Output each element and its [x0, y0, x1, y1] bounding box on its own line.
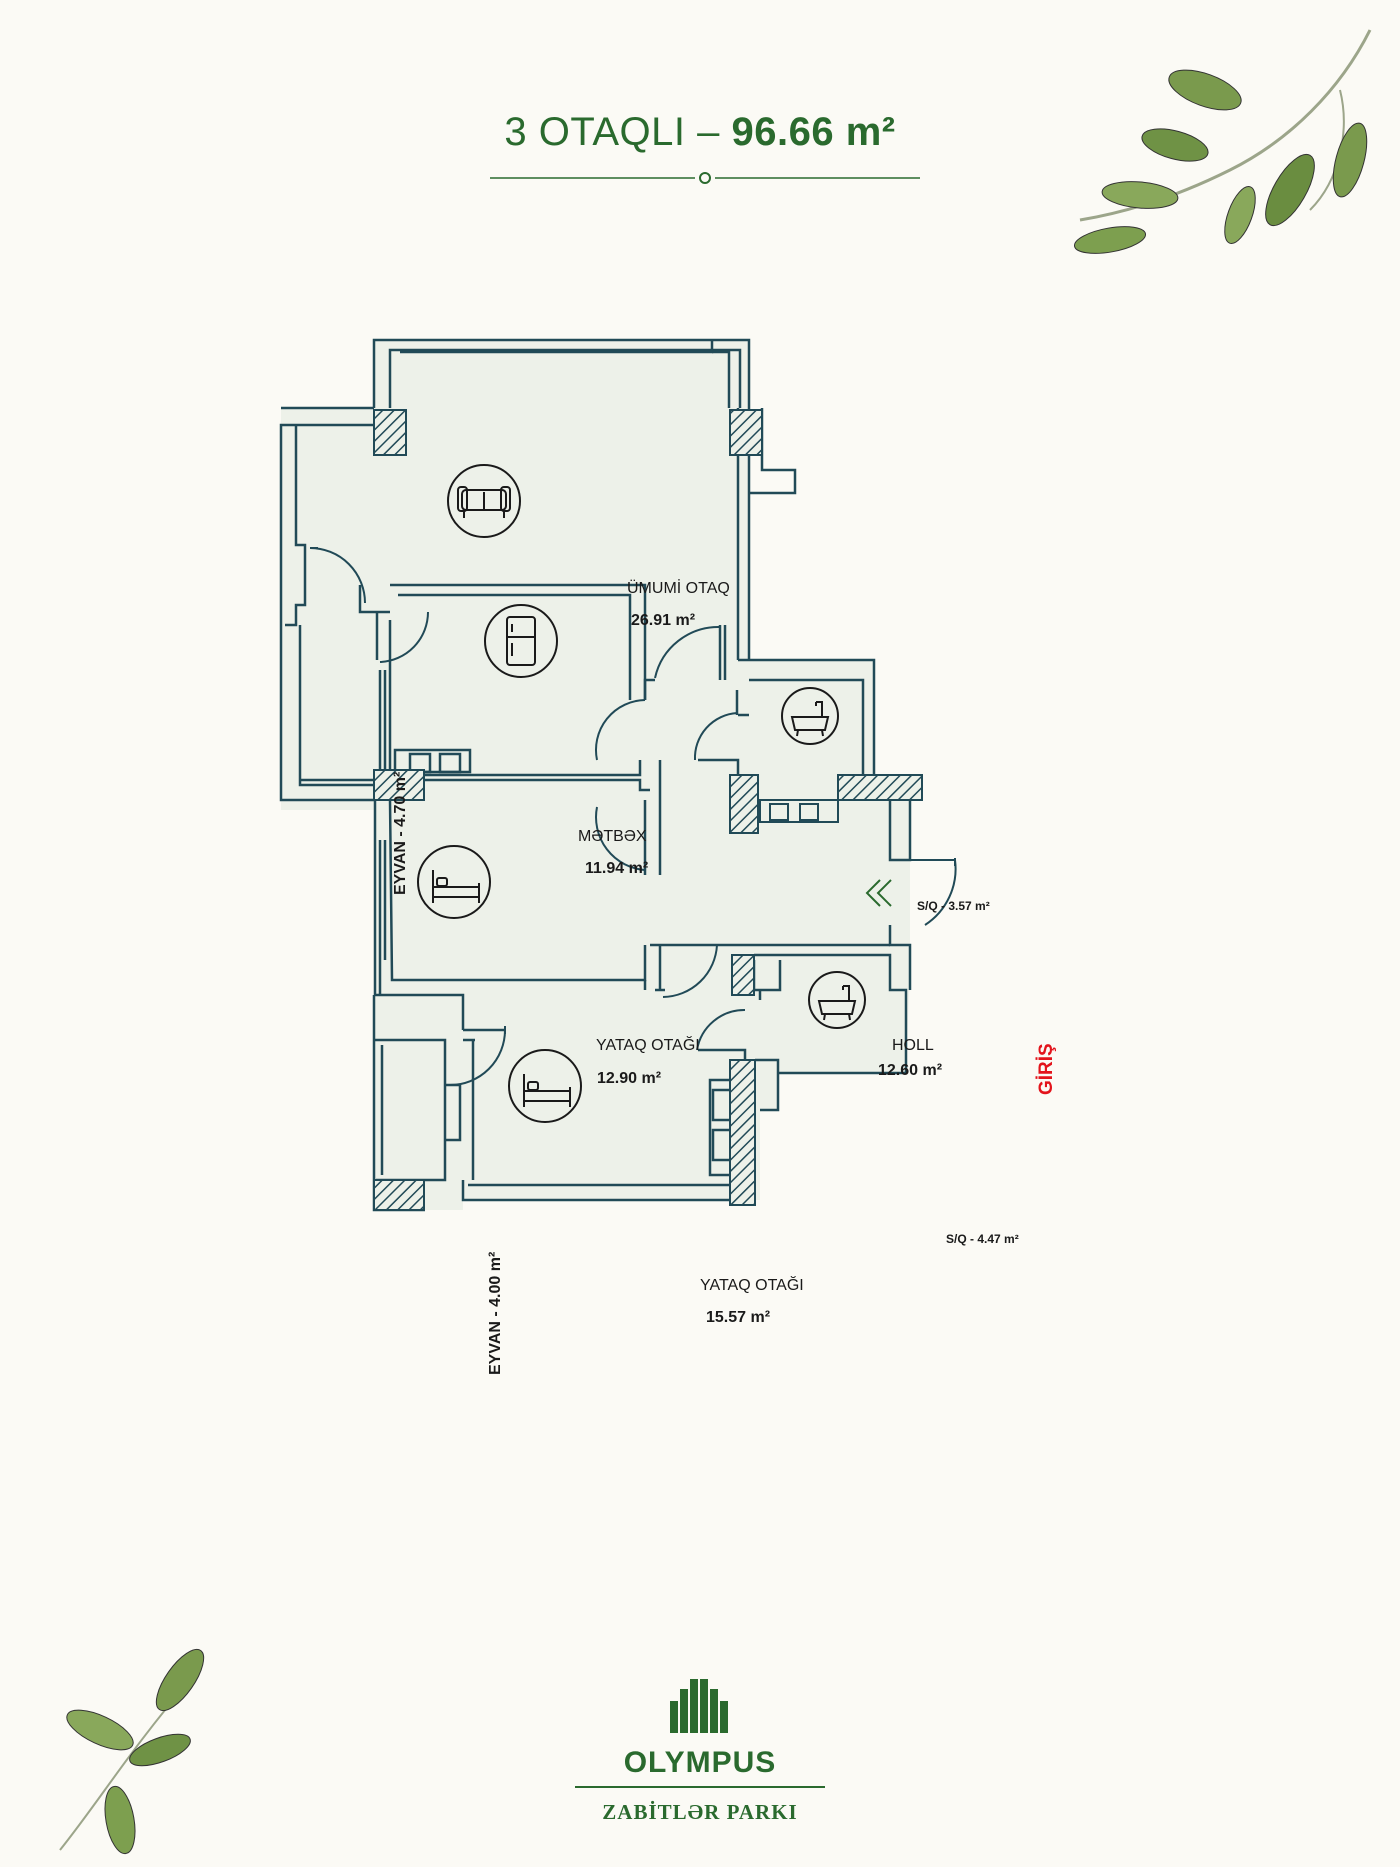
sofa-icon	[447, 464, 521, 538]
brand-divider	[575, 1786, 825, 1788]
hall-name: HOLL	[892, 1037, 934, 1054]
door-kitchen-hall	[595, 699, 646, 761]
brand-logo: OLYMPUS ZABİTLƏR PARKI	[560, 1675, 840, 1845]
bathroom1-label: S/Q - 3.57 m²	[917, 899, 990, 913]
door-bedroom1	[595, 806, 646, 871]
balcony1-label: EYVAN - 4.70 m²	[392, 772, 409, 895]
bedroom1-area: 12.90 m²	[597, 1070, 661, 1087]
living-room-area: 26.91 m²	[631, 612, 695, 629]
kitchen-name: MƏTBƏX	[578, 828, 647, 845]
door-bath2	[696, 1008, 746, 1051]
door-bath1	[693, 712, 738, 761]
bedroom1-name: YATAQ OTAĞI	[596, 1035, 700, 1054]
entrance-label: GİRİŞ	[1036, 1043, 1057, 1095]
door-balcony1	[309, 547, 366, 604]
bedroom2-name: YATAQ OTAĞI	[700, 1275, 804, 1294]
brand-name: OLYMPUS	[623, 1746, 777, 1779]
fridge-icon	[484, 604, 558, 678]
bedroom2-area: 15.57 m²	[706, 1309, 770, 1326]
buildings-logo-icon	[670, 1679, 728, 1733]
door-bedroom2	[662, 944, 718, 998]
entrance-arrow-icon	[865, 879, 892, 907]
rooms-count-label: 3 OTAQLI	[504, 110, 686, 154]
header-divider	[490, 172, 920, 184]
bathtub-icon	[808, 971, 866, 1029]
project-name: ZABİTLƏR PARKI	[602, 1800, 798, 1824]
structural-columns	[373, 409, 923, 1211]
door-entrance	[924, 859, 957, 926]
living-room-name: ÜMUMİ OTAQ	[627, 578, 730, 597]
balcony2-label: EYVAN - 4.00 m²	[487, 1252, 504, 1375]
hall-area: 12.60 m²	[878, 1062, 942, 1079]
window-sill-hall	[759, 799, 839, 823]
doors	[309, 547, 957, 1086]
walls	[279, 338, 912, 1212]
kitchen-area: 11.94 m²	[585, 860, 648, 877]
bed-icon	[417, 845, 491, 919]
plan-title: 3 OTAQLI – 96.66 m²	[0, 110, 1400, 155]
total-area: 96.66 m²	[731, 110, 896, 154]
bathroom2-label: S/Q - 4.47 m²	[946, 1232, 1019, 1246]
leaf-branch-decoration-bottom	[59, 1648, 205, 1855]
door-balcony2	[449, 1029, 506, 1086]
bed-icon	[508, 1049, 582, 1123]
door-living	[654, 625, 721, 679]
door-kitchen	[379, 611, 430, 663]
bathtub-icon	[781, 687, 839, 745]
leaf-branch-decoration	[1073, 29, 1372, 254]
title-separator: –	[697, 110, 720, 154]
